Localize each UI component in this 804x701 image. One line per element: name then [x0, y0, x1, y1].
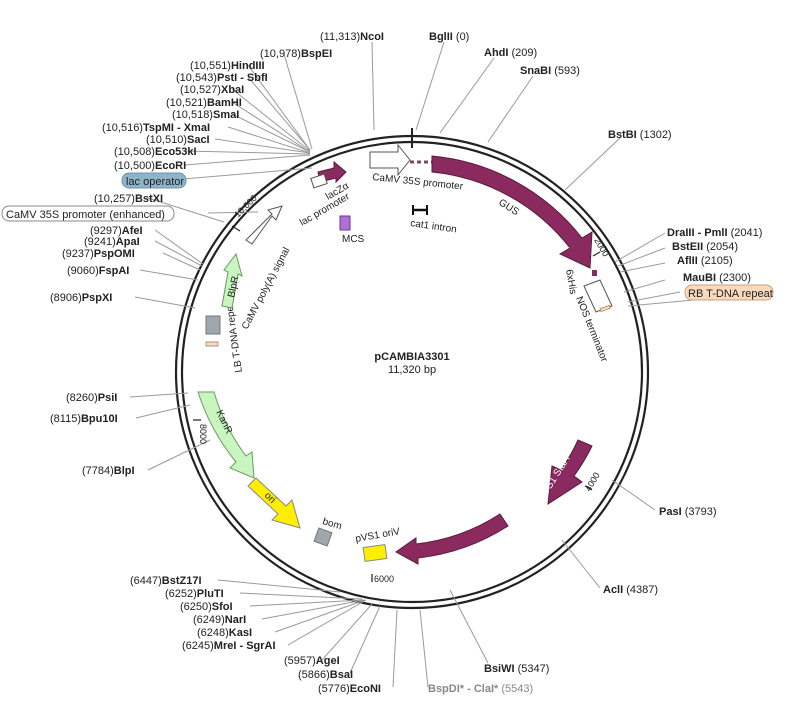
mcs-feature[interactable] — [339, 215, 351, 231]
restriction-sites: (11,313)NcoI BglII (0) AhdI (209) SnaBI … — [50, 31, 762, 695]
nos-terminator-feature[interactable] — [583, 279, 613, 313]
site-psti-sbfi[interactable]: (10,543)PstI - SbfI — [176, 72, 268, 84]
site-psii[interactable]: (8260)PsiI — [66, 392, 117, 404]
site-blpi[interactable]: (7784)BlpI — [82, 465, 135, 477]
ori-feature[interactable] — [247, 477, 301, 529]
site-eco53ki[interactable]: (10,508)Eco53kI — [114, 146, 197, 158]
lac-operator-box — [121, 172, 187, 189]
lac-promoter-feature[interactable] — [310, 173, 328, 189]
site-sfoi[interactable]: (6250)SfoI — [180, 601, 233, 613]
site-xbai[interactable]: (10,527)XbaI — [180, 84, 244, 96]
kanr-feature[interactable] — [197, 391, 255, 479]
site-hindiii[interactable]: (10,551)HindIII — [190, 60, 265, 72]
rb-repeat-label: RB T-DNA repeat — [688, 288, 773, 300]
tick-6000: 6000 — [374, 574, 394, 584]
rb-repeat-mark — [599, 304, 611, 313]
gus-feature[interactable] — [431, 155, 593, 269]
site-ncoi[interactable]: (11,313)NcoI — [320, 31, 384, 43]
site-snabi[interactable]: SnaBI (593) — [520, 65, 580, 77]
site-bglii[interactable]: BglII (0) — [429, 31, 469, 43]
site-ahdi[interactable]: AhdI (209) — [484, 47, 537, 59]
lac-operator-label: lac operator — [126, 176, 184, 188]
site-draiii-pmli[interactable]: DraIII - PmlI (2041) — [667, 227, 762, 239]
site-bpu10i[interactable]: (8115)Bpu10I — [50, 413, 118, 425]
site-aflii[interactable]: AflII (2105) — [677, 255, 733, 267]
plasmid-name: pCAMBIA3301 — [374, 351, 449, 363]
site-mrei-sgrai[interactable]: (6245)MreI - SgrAI — [182, 640, 276, 652]
site-nari[interactable]: (6249)NarI — [193, 614, 246, 626]
mcs-label: MCS — [342, 234, 365, 245]
tick-8000: 8000 — [198, 424, 208, 444]
site-bsiwi[interactable]: BsiWI (5347) — [484, 663, 549, 675]
pvs1-repa-feature[interactable] — [395, 513, 509, 565]
site-bspei[interactable]: (10,978)BspEI — [260, 48, 332, 60]
camv-polya-feature[interactable] — [245, 205, 283, 245]
site-pasi[interactable]: PasI (3793) — [659, 506, 717, 518]
bom-label: bom — [321, 516, 343, 532]
camv35s-enhanced-box — [1, 205, 175, 222]
site-kasi[interactable]: (6248)KasI — [197, 627, 252, 639]
pvs1-staa-feature[interactable] — [547, 439, 593, 505]
lb-repeat-feature[interactable] — [205, 341, 219, 347]
blpr-label: BlpR — [226, 275, 241, 299]
pvs1-oriv-feature[interactable] — [362, 543, 388, 563]
site-bstxi[interactable]: (10,257)BstXI — [94, 193, 163, 205]
site-lines — [129, 41, 771, 688]
site-bsteii[interactable]: BstEII (2054) — [672, 241, 738, 253]
site-tspmi-xmai[interactable]: (10,516)TspMI - XmaI — [102, 122, 210, 134]
site-smai[interactable]: (10,518)SmaI — [172, 109, 239, 121]
site-bamhi[interactable]: (10,521)BamHI — [166, 97, 242, 109]
pvs1-oriv-label: pVS1 oriV — [355, 526, 402, 545]
site-bstbi[interactable]: BstBI (1302) — [608, 129, 672, 141]
site-econi[interactable]: (5776)EcoNI — [318, 683, 381, 695]
site-maubi[interactable]: MauBI (2300) — [683, 272, 751, 284]
gray-block-feature[interactable] — [205, 315, 221, 335]
tick-4000: 4000 — [583, 471, 602, 493]
tick-mark-4000 — [584, 485, 593, 491]
lb-repeat-label: LB T-DNA repeat — [224, 297, 245, 373]
site-pluti[interactable]: (6252)PluTI — [165, 588, 224, 600]
bom-feature[interactable] — [313, 527, 333, 547]
plasmid-length: 11,320 bp — [388, 364, 436, 376]
site-bspdi-clai[interactable]: BspDI* - ClaI* (5543) — [428, 683, 533, 695]
cat1-intron-label: cat1 intron — [410, 218, 458, 235]
sixhis-label: 6xHis — [563, 269, 578, 296]
site-apai[interactable]: (9241)ApaI — [84, 236, 140, 248]
tick-10000: 10,000 — [232, 193, 259, 220]
camv35s-promoter-feature[interactable] — [369, 143, 411, 177]
site-agei[interactable]: (5957)AgeI — [284, 655, 340, 667]
site-pspomi[interactable]: (9237)PspOMI — [62, 248, 135, 260]
tick-mark-2000 — [592, 251, 601, 257]
site-pspxi[interactable]: (8906)PspXI — [50, 292, 112, 304]
rb-repeat-box — [684, 284, 774, 301]
sixhis-feature[interactable] — [592, 270, 597, 276]
blpr-feature[interactable] — [221, 252, 243, 309]
tick-mark-10000 — [231, 225, 241, 232]
site-ecori[interactable]: (10,500)EcoRI — [114, 160, 186, 172]
site-afei[interactable]: (9297)AfeI — [90, 225, 143, 237]
camv-polya-label: CaMV poly(A) signal — [240, 246, 293, 332]
site-saci[interactable]: (10,510)SacI — [146, 134, 210, 146]
site-bsai[interactable]: (5866)BsaI — [298, 669, 353, 681]
site-bstz17i[interactable]: (6447)BstZ17I — [130, 575, 202, 587]
site-fspai[interactable]: (9060)FspAI — [67, 265, 129, 277]
camv35s-enhanced-label: CaMV 35S promoter (enhanced) — [6, 209, 165, 221]
site-acli[interactable]: AclI (4387) — [603, 584, 658, 596]
tick-labels: 10,000 2000 4000 6000 8000 — [198, 193, 611, 584]
